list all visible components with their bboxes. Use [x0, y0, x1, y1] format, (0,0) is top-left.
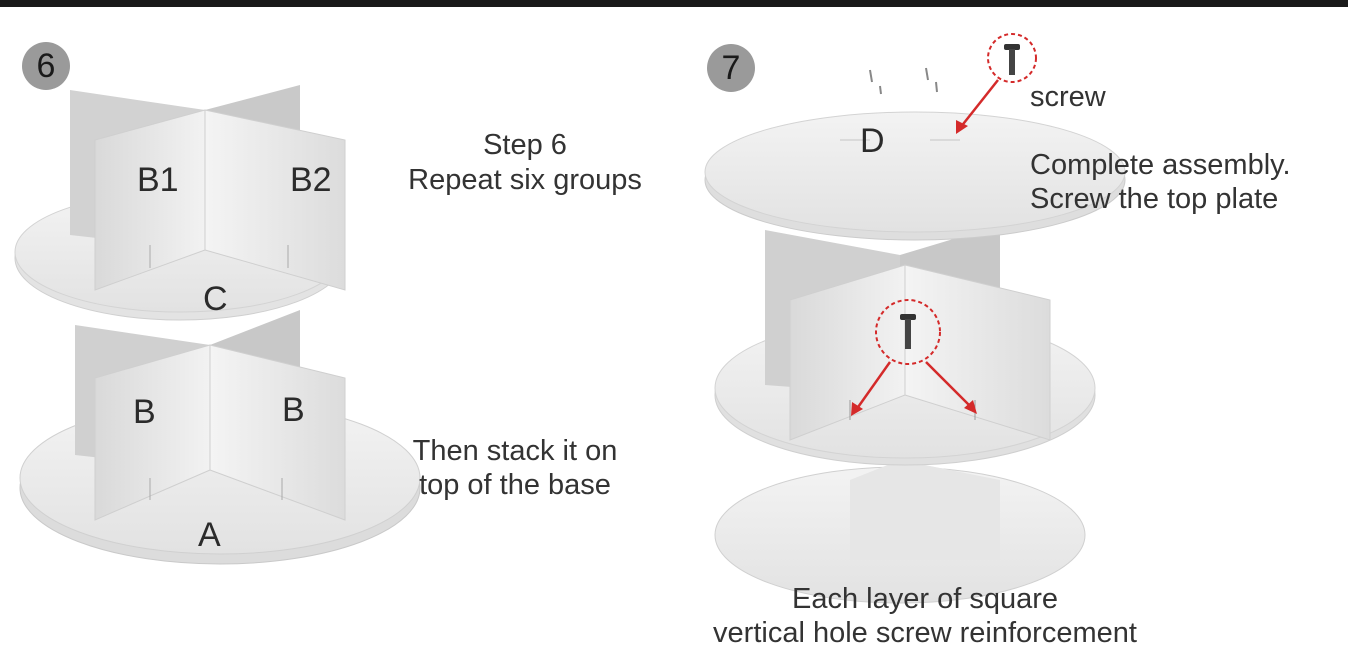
step6-stack-note-line2: top of the base	[419, 469, 611, 501]
step6-upper-group	[14, 85, 346, 321]
step6-number-badge: 6	[22, 42, 70, 90]
part-label-b-right: B	[282, 391, 305, 429]
part-label-c: C	[203, 280, 228, 318]
step6-title: Step 6	[483, 129, 567, 161]
part-label-b2: B2	[290, 161, 332, 199]
step6-stack-note-line1: Then stack it on	[412, 435, 618, 467]
step7-number-badge: 7	[707, 44, 755, 92]
top-rule	[0, 0, 1348, 7]
step7-caption-line1: Each layer of square	[792, 583, 1058, 615]
falling-screws	[869, 67, 938, 95]
step7-tower	[704, 111, 1126, 604]
part-label-d: D	[860, 122, 885, 160]
part-label-a: A	[198, 516, 221, 554]
step7-caption-line2: vertical hole screw reinforcement	[713, 617, 1137, 649]
step6-lower-group	[19, 310, 421, 565]
step6-subtitle: Repeat six groups	[408, 164, 642, 196]
screw-callout-middle	[851, 299, 977, 416]
screw-callout-top	[956, 33, 1037, 134]
step7-note-line1: Complete assembly.	[1030, 149, 1291, 181]
step7-screw-label: screw	[1030, 81, 1106, 113]
part-label-b1: B1	[137, 161, 179, 199]
part-label-b-left: B	[133, 393, 156, 431]
step7-note-line2: Screw the top plate	[1030, 183, 1279, 215]
